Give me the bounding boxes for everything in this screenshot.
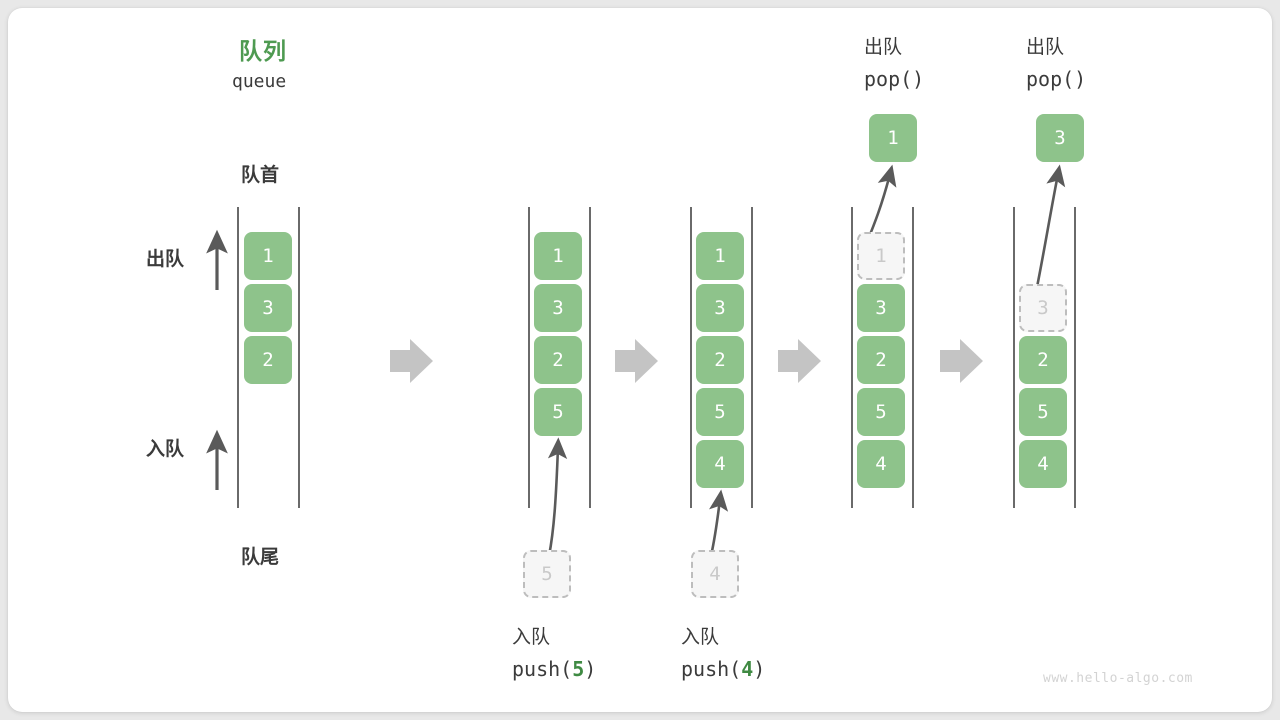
pop-3-code-prefix: pop( (1026, 67, 1075, 91)
push-5-op-code: push(5) (512, 657, 596, 681)
diagram-card: 队列 queue 队首 队尾 出队 入队 1 3 2 1 3 2 5 5 入队 … (8, 8, 1272, 712)
queue-cell: 4 (857, 440, 905, 488)
popped-ghost-cell: 3 (1019, 284, 1067, 332)
push-4-op-label: 入队 (681, 626, 720, 648)
page-subtitle: queue (232, 71, 287, 92)
queue-cell: 4 (1019, 440, 1067, 488)
pop-3-op-label: 出队 (1026, 36, 1065, 58)
push-5-code-suffix: ) (584, 657, 597, 681)
watermark: www.hello-algo.com (1043, 671, 1193, 686)
queue-cell: 2 (696, 336, 744, 384)
push-5-code-prefix: push( (512, 657, 573, 681)
queue-cell: 1 (534, 232, 582, 280)
queue-cell: 5 (1019, 388, 1067, 436)
push-4-code-arg: 4 (741, 657, 754, 681)
queue-rear-label: 队尾 (241, 546, 280, 568)
queue-cell: 2 (1019, 336, 1067, 384)
pop-3-code-suffix: ) (1074, 67, 1087, 91)
pop-1-op-code: pop() (864, 67, 924, 91)
step-arrow-3 (778, 339, 821, 383)
queue-cell: 2 (534, 336, 582, 384)
queue-cell: 3 (857, 284, 905, 332)
queue-cell: 5 (696, 388, 744, 436)
push-5-arrow (547, 437, 568, 557)
push-4-arrow (709, 489, 729, 557)
push-4-code-prefix: push( (681, 657, 742, 681)
pop-3-op-code: pop() (1026, 67, 1086, 91)
queue-cell-new: 4 (696, 440, 744, 488)
queue-front-label: 队首 (241, 164, 280, 186)
pop-1-op-label: 出队 (864, 36, 903, 58)
popped-ghost-cell: 1 (857, 232, 905, 280)
queue-cell: 3 (696, 284, 744, 332)
push-5-code-arg: 5 (572, 657, 585, 681)
queue-cell: 1 (244, 232, 292, 280)
queue-cell: 2 (857, 336, 905, 384)
page-title: 队列 (239, 39, 287, 65)
queue-cell-new: 5 (534, 388, 582, 436)
pop-1-code-prefix: pop( (864, 67, 913, 91)
queue-cell: 3 (244, 284, 292, 332)
pop-3-arrow (1034, 164, 1066, 293)
popped-value-cell: 1 (869, 114, 917, 162)
push-4-code-suffix: ) (753, 657, 766, 681)
diagram-stage: 队列 queue 队首 队尾 出队 入队 1 3 2 1 3 2 5 5 入队 … (8, 8, 1272, 712)
queue-cell: 2 (244, 336, 292, 384)
queue-cell: 3 (534, 284, 582, 332)
popped-value-cell: 3 (1036, 114, 1084, 162)
dequeue-direction-label: 出队 (146, 248, 185, 270)
push-5-op-label: 入队 (512, 626, 551, 648)
step-arrow-1 (390, 339, 433, 383)
diagram-overlay (206, 164, 1076, 557)
enqueue-direction-label: 入队 (146, 438, 185, 460)
step-arrow-2 (615, 339, 658, 383)
queue-cell: 5 (857, 388, 905, 436)
step-arrow-4 (940, 339, 983, 383)
pop-1-code-suffix: ) (912, 67, 925, 91)
incoming-ghost-cell: 4 (691, 550, 739, 598)
queue-cell: 1 (696, 232, 744, 280)
push-4-op-code: push(4) (681, 657, 765, 681)
incoming-ghost-cell: 5 (523, 550, 571, 598)
